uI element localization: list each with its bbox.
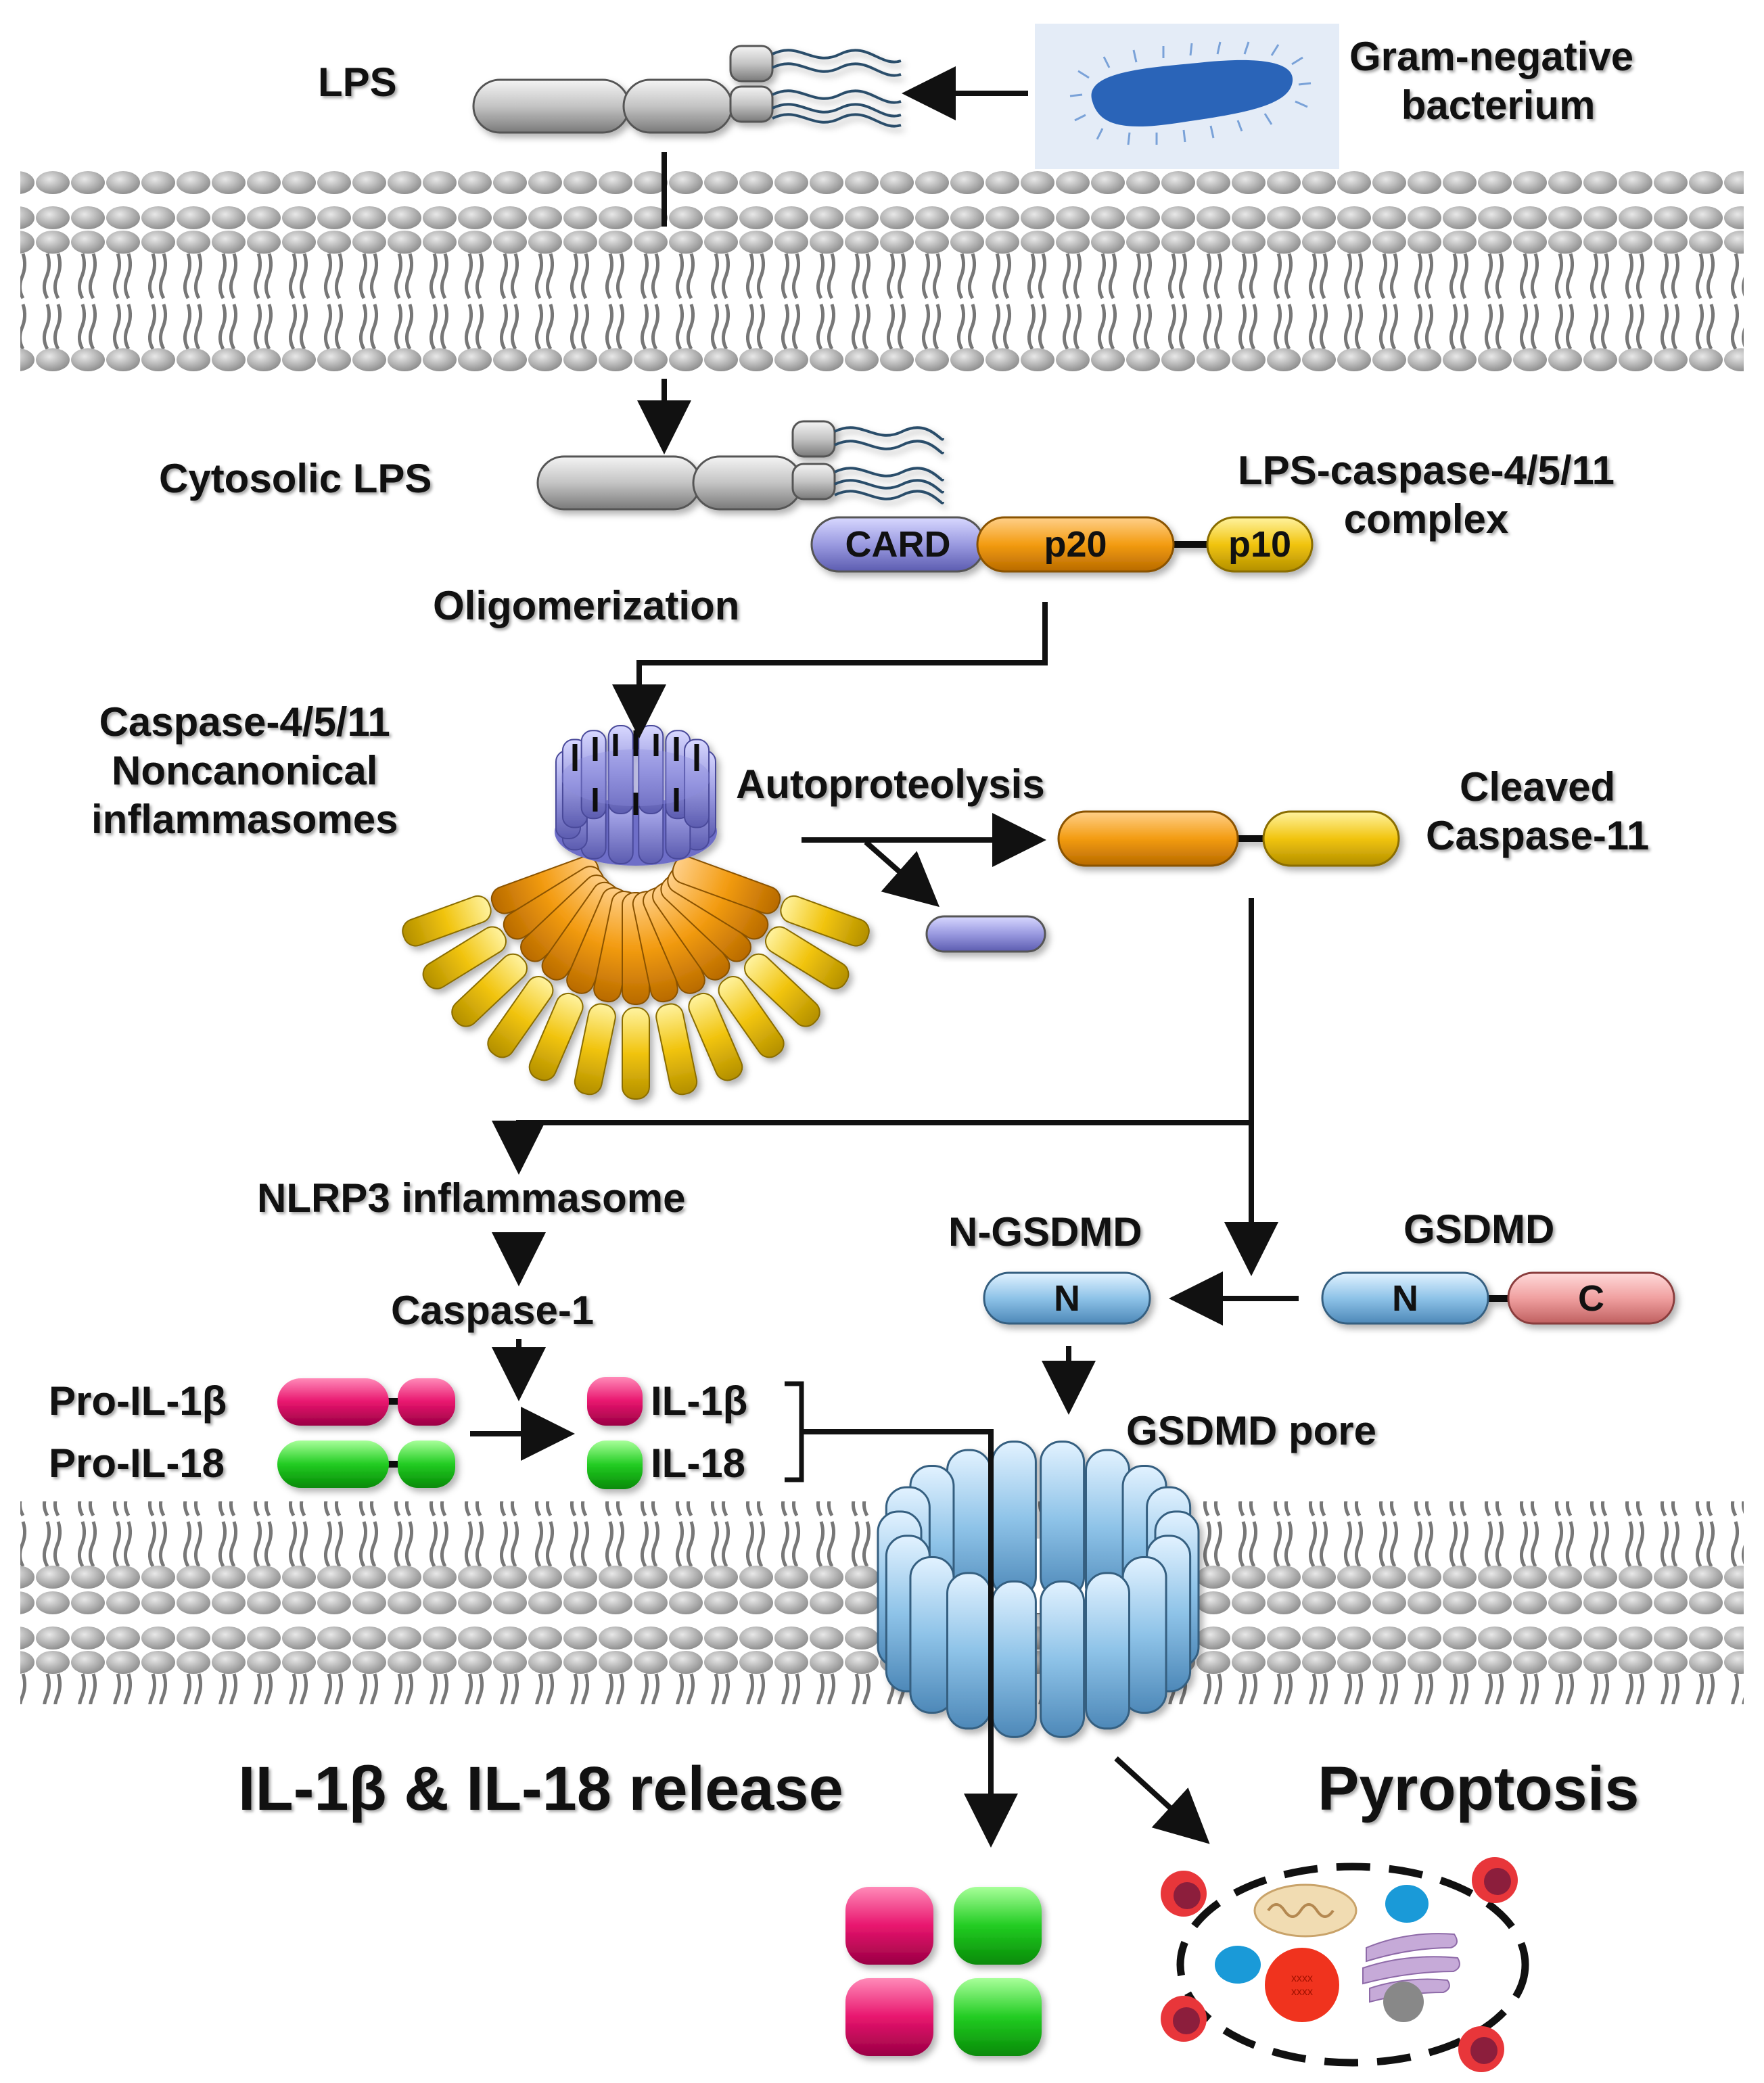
pro-il-1b-icon — [277, 1378, 455, 1426]
p10-domain — [1206, 516, 1314, 573]
p20-domain — [976, 516, 1175, 573]
caspase-complex — [810, 516, 1314, 573]
lps-molecule-top-icon — [472, 45, 902, 134]
label-oligomerization: Oligomerization — [433, 583, 740, 628]
label-il-18: IL-18 — [651, 1441, 746, 1486]
label-pyroptosis: Pyroptosis — [1318, 1754, 1640, 1823]
domain-n-gsdmd-label: N — [1054, 1278, 1080, 1319]
label-gsdmd: GSDMD — [1403, 1207, 1555, 1252]
domain-card-label: CARD — [845, 524, 951, 565]
arrows — [470, 66, 1299, 1848]
cleaved-caspase-11-icon — [1057, 810, 1400, 867]
inflammasome-spoke — [672, 856, 870, 947]
label-n-gsdmd: N-GSDMD — [948, 1209, 1142, 1255]
il-1b-mature-icon — [587, 1377, 643, 1426]
label-nlrp3: NLRP3 inflammasome — [257, 1175, 686, 1221]
pro-il-18-icon — [277, 1441, 455, 1488]
domain-gsdmd-c-label: C — [1578, 1278, 1604, 1319]
plasma-membrane-top — [20, 169, 1744, 372]
gsdmd-full-icon — [1321, 1271, 1675, 1325]
gsdmd-pore-icon — [877, 1441, 1200, 1738]
label-lps: LPS — [318, 60, 397, 105]
label-release: IL-1β & IL-18 release — [238, 1754, 843, 1823]
label-autoproteolysis: Autoproteolysis — [736, 762, 1045, 807]
released-cytokines-icon — [845, 1887, 1042, 2056]
gram-negative-bacterium-icon — [1035, 24, 1339, 169]
lps-molecule-cytosolic-icon — [536, 420, 944, 511]
inflammasome-spoke — [652, 881, 785, 1058]
label-pro-il-18: Pro-IL-18 — [49, 1441, 225, 1486]
domain-gsdmd-n-label: N — [1392, 1278, 1418, 1319]
label-il-1b: IL-1β — [651, 1378, 748, 1424]
domain-p20-label: p20 — [1044, 524, 1107, 565]
svg-text:xxxx: xxxx — [1291, 1973, 1313, 1984]
domain-p10-label: p10 — [1228, 524, 1292, 565]
noncanonical-inflammasome-icon — [402, 724, 870, 1100]
label-pro-il-1b: Pro-IL-1β — [49, 1378, 227, 1424]
released-card-fragment — [925, 915, 1046, 953]
bracket — [785, 1381, 804, 1482]
il-18-mature-icon — [587, 1441, 643, 1489]
n-gsdmd-icon — [983, 1271, 1151, 1325]
svg-text:xxxx: xxxx — [1291, 1986, 1313, 1998]
label-cytosolic-lps: Cytosolic LPS — [159, 456, 432, 501]
label-caspase-1: Caspase-1 — [391, 1288, 595, 1333]
pyroptotic-cell-icon: xxxx xxxx — [1161, 1857, 1529, 2072]
inflammasome-spoke — [402, 856, 600, 947]
inflammasome-spoke — [643, 887, 743, 1081]
label-gsdmd-pore: GSDMD pore — [1126, 1408, 1377, 1453]
